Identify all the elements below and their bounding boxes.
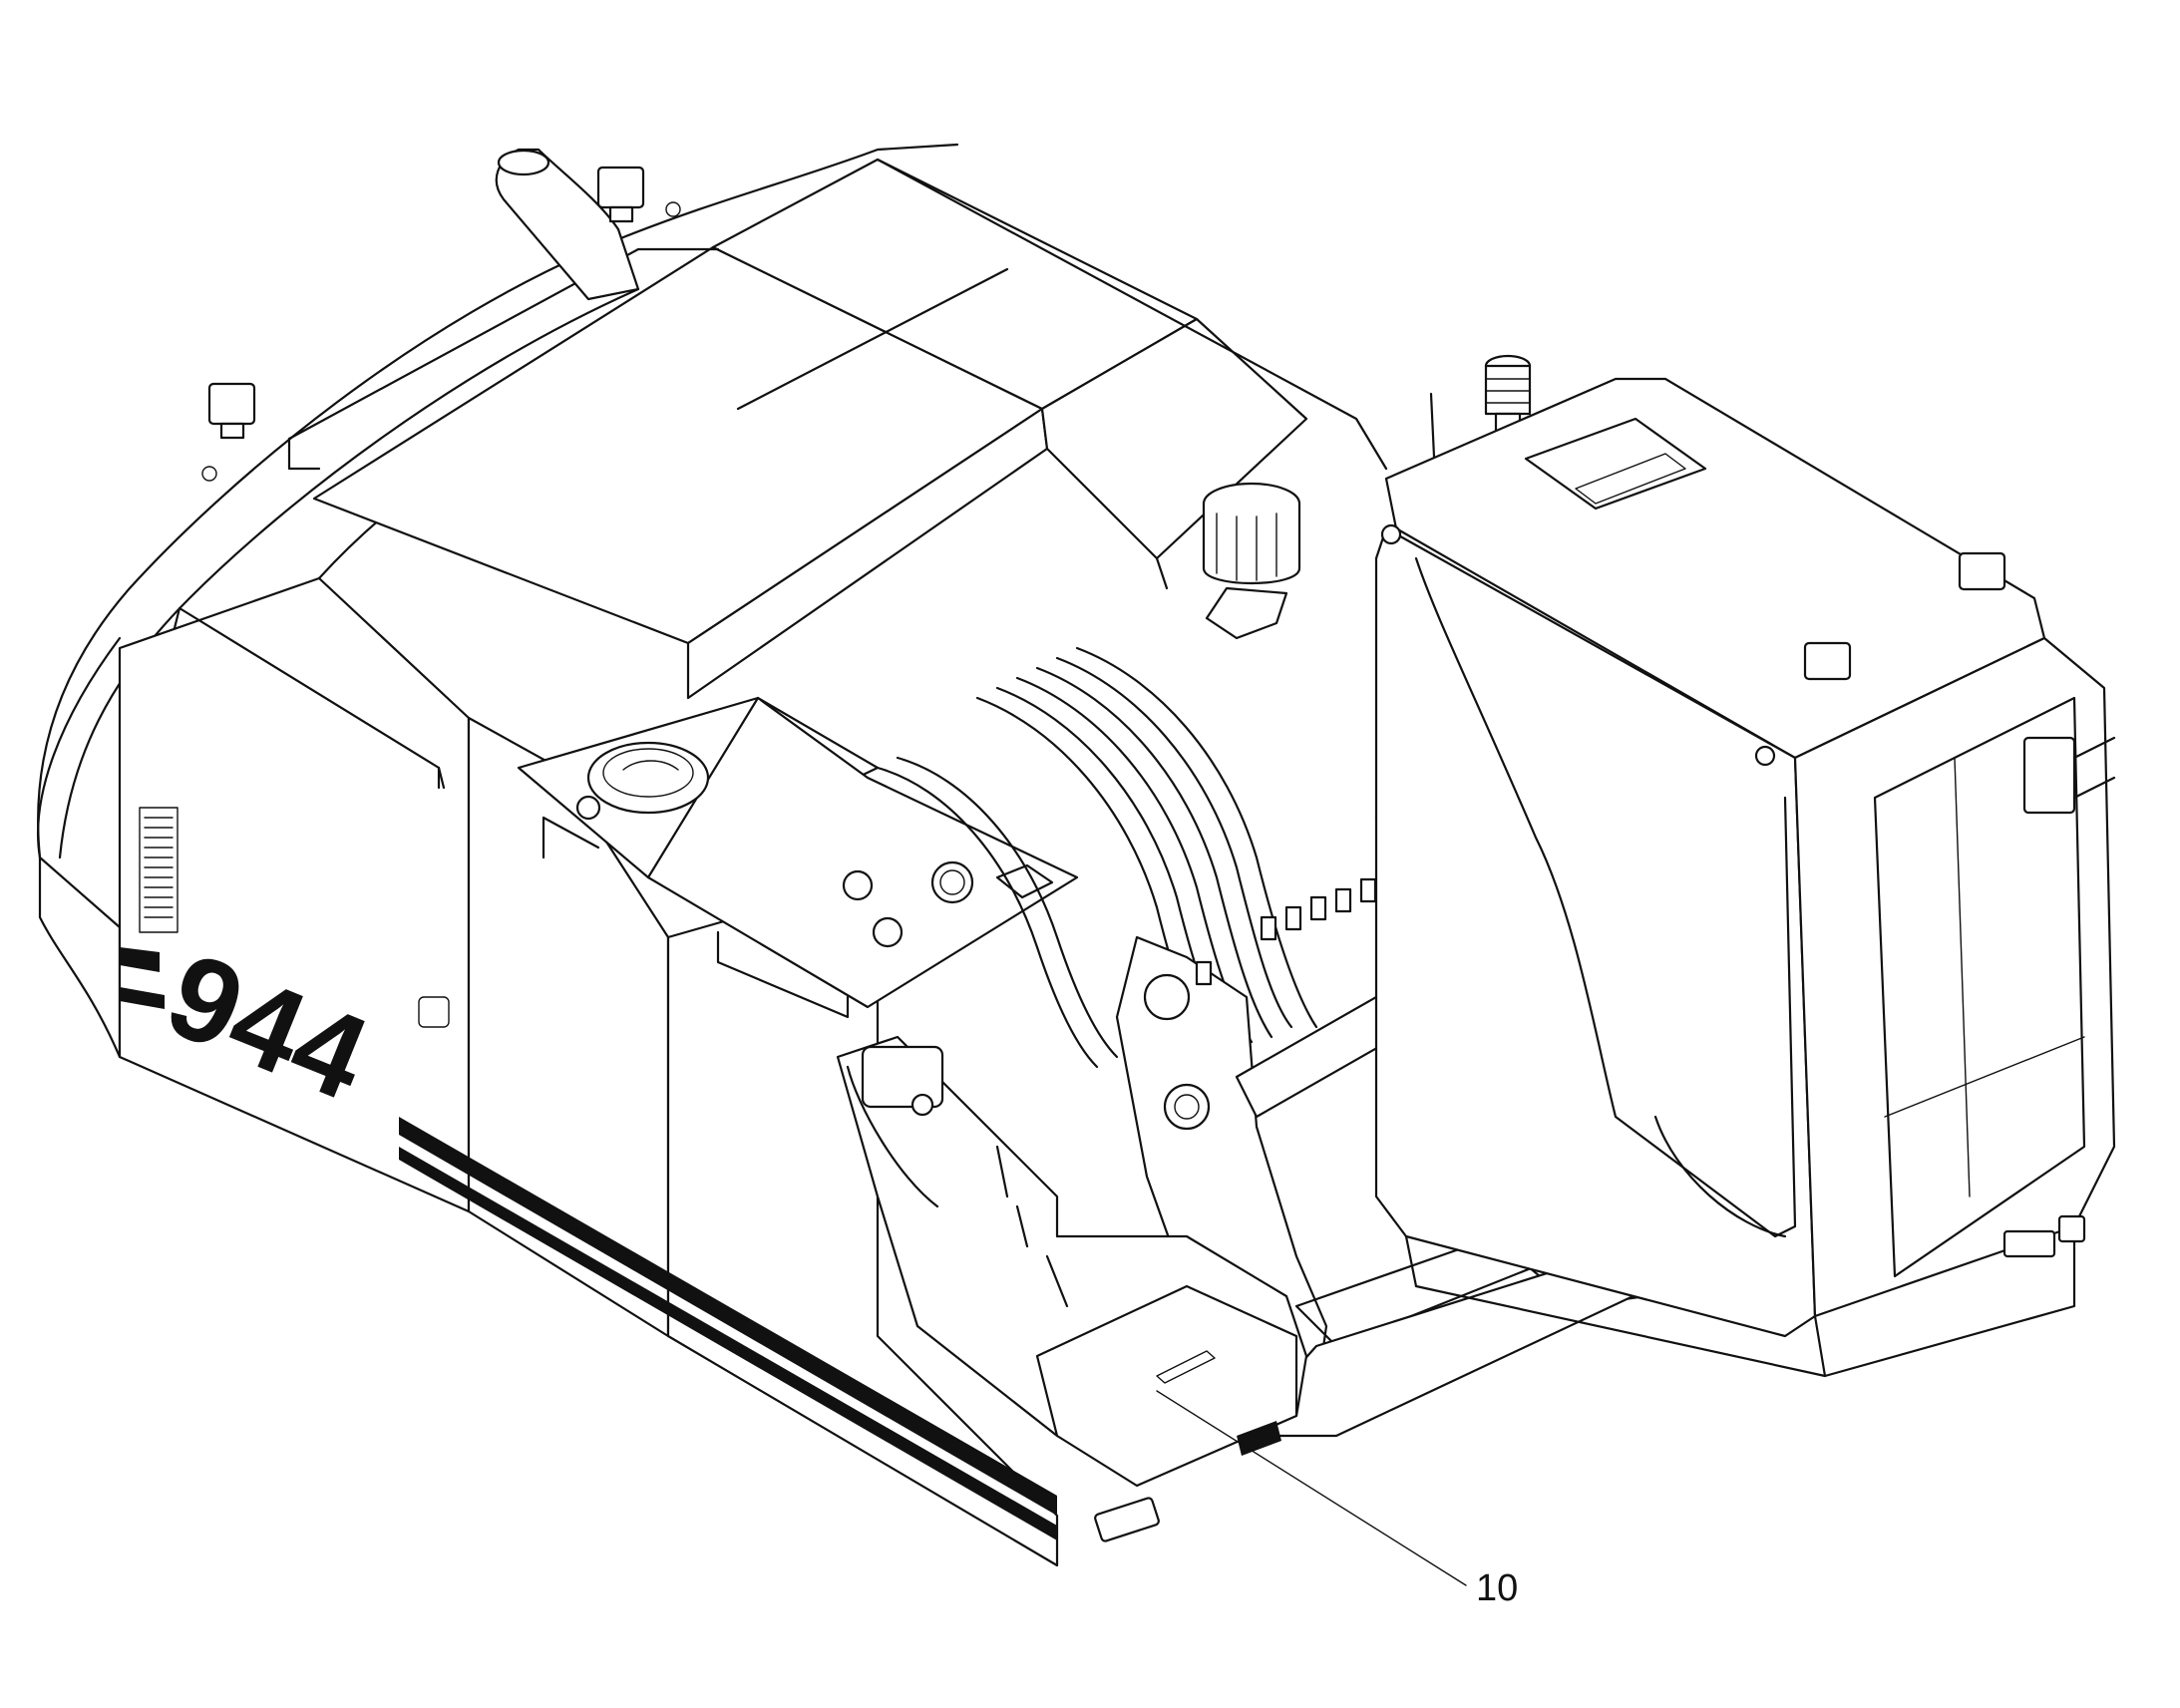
tool-handle-box	[861, 1045, 944, 1109]
callout-10: 10	[1156, 1390, 1518, 1609]
work-light-rear-1	[596, 166, 645, 223]
cab-rear-step	[2002, 1214, 2086, 1258]
rear-lower-step-panel	[1035, 1284, 1298, 1488]
precleaner	[1484, 354, 1532, 436]
air-filter	[1202, 482, 1301, 640]
hose-fittings	[1195, 877, 1377, 986]
engine-hood	[287, 158, 1388, 700]
cab-work-light-1	[1958, 551, 2006, 591]
rear-grille	[139, 807, 179, 933]
operator-cab	[1374, 377, 2116, 1378]
hydraulic-tank-caps	[842, 860, 1054, 948]
boom-pivot-pin	[1163, 1083, 1211, 1131]
callout-number: 10	[1476, 1567, 1518, 1609]
side-panel-rear	[118, 576, 471, 1213]
work-light-rear-2	[207, 382, 256, 440]
mirror	[2022, 736, 2116, 815]
cab-work-light-2	[1803, 641, 1852, 681]
front-step	[1094, 1497, 1160, 1542]
fuel-cap	[586, 741, 710, 815]
callout-leader-line	[1156, 1390, 1467, 1586]
fuel-vent	[575, 795, 601, 821]
side-stripe	[399, 1117, 1057, 1540]
exhaust-pipe	[495, 148, 640, 301]
